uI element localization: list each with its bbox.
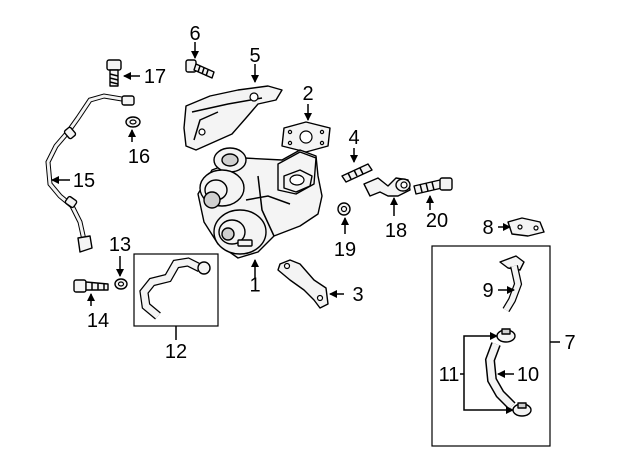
callout-7: 7 (564, 332, 575, 354)
part-5-heat-shield (183, 85, 283, 151)
leader-lines (51, 42, 560, 414)
part-14-bolt (73, 279, 109, 293)
callout-2: 2 (302, 83, 313, 105)
callout-labels: 1 2 3 4 5 6 7 8 9 10 11 12 13 14 15 16 1… (73, 23, 576, 386)
callout-6: 6 (189, 23, 200, 45)
callout-11: 11 (439, 364, 460, 386)
part-17-bolt (106, 59, 122, 87)
callout-10: 10 (517, 364, 539, 386)
part-6-bolt (185, 59, 215, 79)
callout-12: 12 (165, 341, 187, 363)
callout-1: 1 (249, 275, 260, 297)
callout-17: 17 (144, 66, 166, 88)
part-16-washer (125, 116, 141, 128)
part-8-gasket (507, 217, 545, 237)
part-13-washer (114, 278, 128, 290)
part-20-bolt (413, 177, 453, 195)
part-19-washer (337, 202, 351, 216)
callout-16: 16 (128, 146, 150, 168)
callout-13: 13 (109, 234, 131, 256)
callout-15: 15 (73, 170, 95, 192)
part-12-hose (139, 257, 211, 320)
part-9-tube (499, 255, 525, 313)
callout-4: 4 (348, 127, 359, 149)
callout-18: 18 (385, 220, 407, 242)
part-15-oil-feed-pipe (45, 93, 135, 253)
callout-20: 20 (426, 210, 448, 232)
part-7-group-box (431, 245, 551, 447)
part-11-clamps (496, 328, 532, 417)
callout-5: 5 (249, 45, 260, 67)
part-1-turbocharger (197, 147, 323, 259)
callout-14: 14 (87, 310, 109, 332)
part-2-gasket (281, 121, 331, 153)
part-10-hose (484, 342, 516, 410)
callout-3: 3 (352, 284, 363, 306)
part-18-oil-return-pipe (363, 177, 411, 197)
callout-19: 19 (334, 239, 356, 261)
part-4-stud (341, 163, 373, 183)
callout-8: 8 (482, 217, 493, 239)
part-3-bracket (277, 259, 329, 309)
callout-9: 9 (482, 280, 493, 302)
